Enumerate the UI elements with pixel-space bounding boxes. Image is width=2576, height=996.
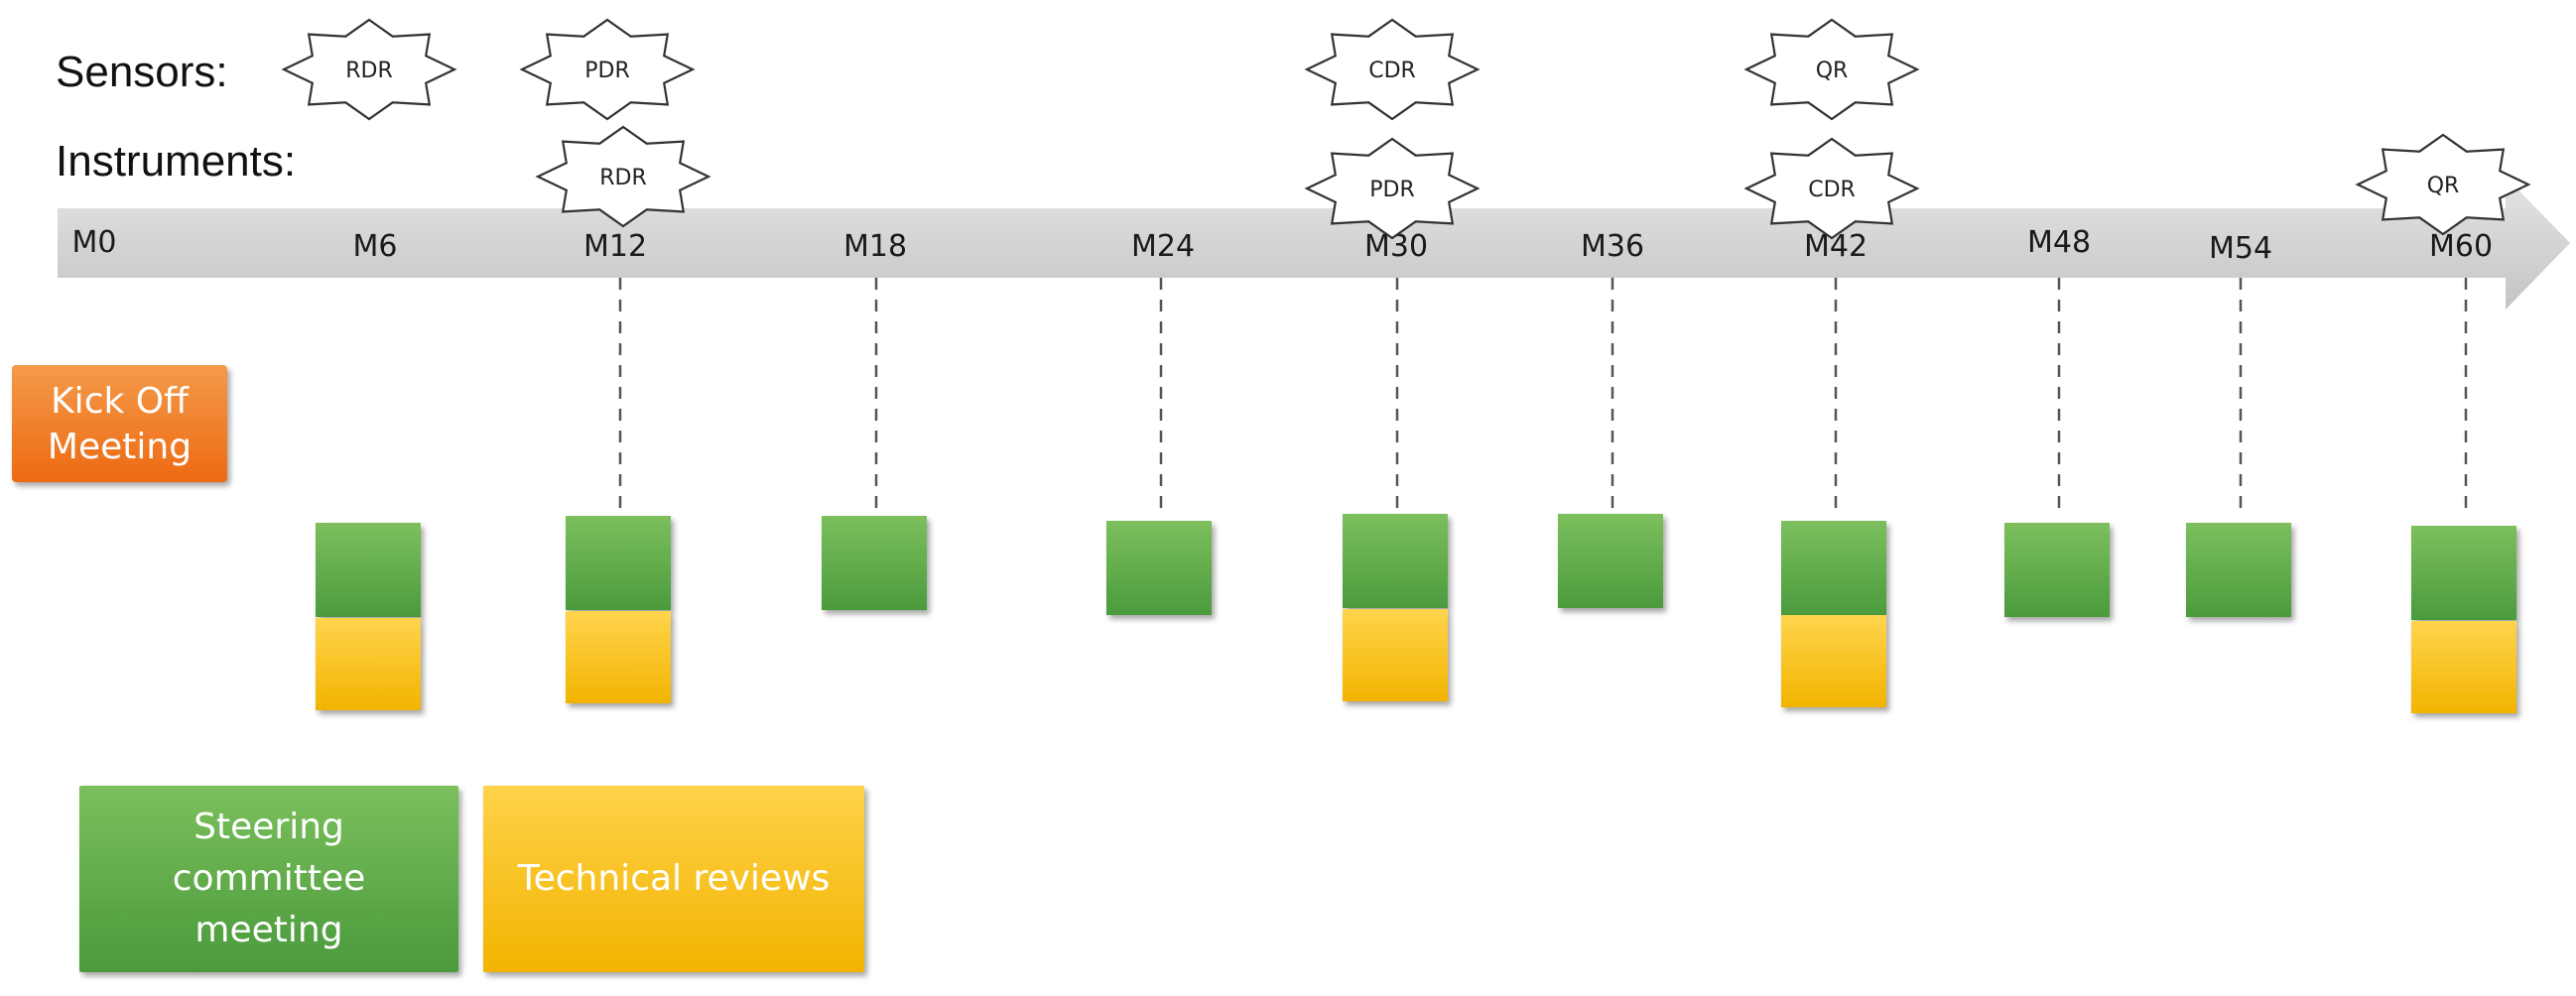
tick-m54: M54 bbox=[2209, 231, 2272, 266]
instrument-review-m42-label: CDR bbox=[1808, 178, 1856, 202]
sensor-review-m30: CDR bbox=[1304, 18, 1481, 121]
tick-m24: M24 bbox=[1131, 229, 1195, 264]
legend-technical-label: Technical reviews bbox=[517, 858, 831, 899]
steering-meeting-m48 bbox=[2004, 523, 2110, 617]
sensor-review-m6-label: RDR bbox=[345, 59, 393, 83]
tick-m0: M0 bbox=[72, 225, 117, 260]
kickoff-meeting-box: Kick Off Meeting bbox=[12, 365, 227, 482]
sensor-review-m42: QR bbox=[1743, 18, 1920, 121]
instrument-review-m60-label: QR bbox=[2427, 174, 2460, 198]
steering-meeting-m12 bbox=[566, 516, 671, 610]
steering-meeting-m18 bbox=[822, 516, 927, 610]
steering-meeting-m60 bbox=[2411, 526, 2516, 620]
steering-meeting-m36 bbox=[1558, 514, 1663, 608]
review-badges: RDR PDR CDR QR RDR PDR CDR QR bbox=[281, 18, 2531, 240]
sensor-review-m42-label: QR bbox=[1816, 59, 1849, 83]
legend-technical-reviews: Technical reviews bbox=[483, 786, 864, 972]
technical-review-m30 bbox=[1343, 609, 1448, 701]
sensor-review-m6: RDR bbox=[281, 18, 457, 121]
kickoff-meeting-label: Kick Off Meeting bbox=[47, 381, 193, 467]
tick-m6: M6 bbox=[353, 229, 398, 264]
technical-review-m12 bbox=[566, 611, 671, 703]
sensor-review-m12-label: PDR bbox=[584, 59, 630, 83]
instrument-review-m30-label: PDR bbox=[1369, 178, 1415, 202]
steering-meeting-m30 bbox=[1343, 514, 1448, 608]
meeting-boxes bbox=[316, 514, 2516, 713]
technical-review-m6 bbox=[316, 618, 421, 710]
instruments-label: Instruments: bbox=[56, 137, 297, 186]
sensor-review-m12: PDR bbox=[519, 18, 696, 121]
sensor-review-m30-label: CDR bbox=[1368, 59, 1416, 83]
technical-review-m42 bbox=[1781, 615, 1886, 707]
steering-meeting-m42 bbox=[1781, 521, 1886, 615]
legend-steering-committee: Steering committee meeting bbox=[79, 786, 458, 972]
instrument-review-m12-label: RDR bbox=[599, 166, 647, 190]
tick-m36: M36 bbox=[1581, 229, 1644, 264]
steering-meeting-m24 bbox=[1106, 521, 1212, 615]
timeline-arrow bbox=[58, 177, 2570, 310]
technical-review-m60 bbox=[2411, 621, 2516, 713]
steering-meeting-m54 bbox=[2186, 523, 2291, 617]
tick-m60: M60 bbox=[2429, 229, 2493, 264]
tick-m48: M48 bbox=[2027, 225, 2091, 260]
legend-steering-label: Steering committee meeting bbox=[172, 807, 366, 950]
instrument-review-m60: QR bbox=[2355, 133, 2531, 236]
tick-m18: M18 bbox=[843, 229, 907, 264]
instrument-review-m42: CDR bbox=[1743, 137, 1920, 240]
steering-meeting-m6 bbox=[316, 523, 421, 617]
instrument-review-m12: RDR bbox=[535, 125, 711, 228]
tick-m12: M12 bbox=[583, 229, 647, 264]
instrument-review-m30: PDR bbox=[1304, 137, 1481, 240]
sensors-label: Sensors: bbox=[56, 48, 228, 96]
connector-lines bbox=[618, 278, 2468, 511]
